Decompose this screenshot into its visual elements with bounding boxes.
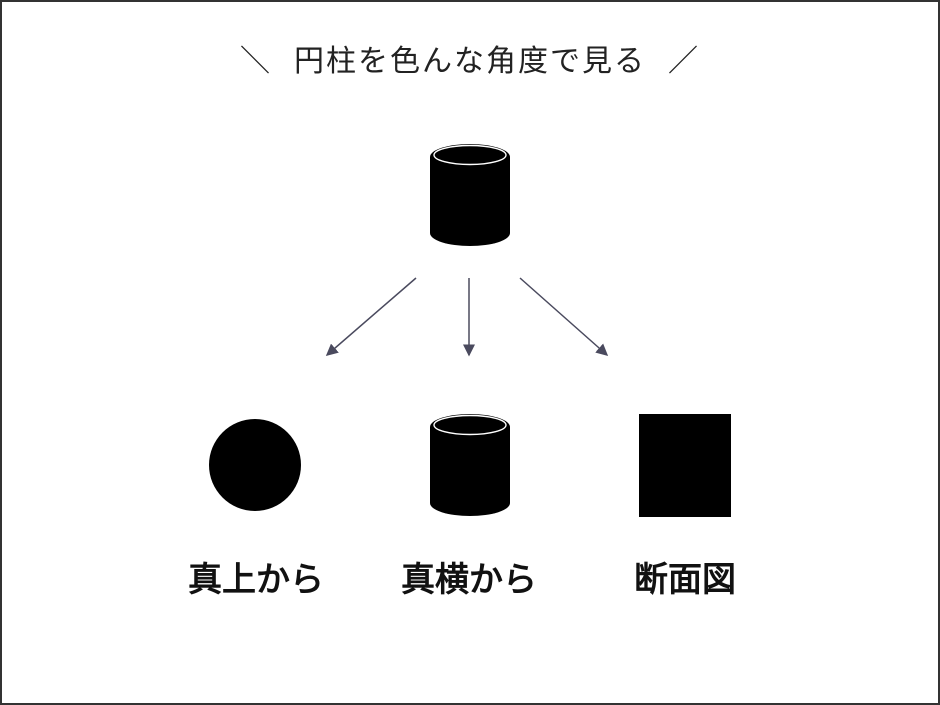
source-cylinder — [430, 144, 510, 246]
title-right-mark: ／ — [668, 44, 700, 79]
title-left-mark: ＼ — [240, 44, 272, 79]
cross-section-square — [639, 414, 731, 517]
arrow-to-top-view — [325, 277, 417, 356]
arrow-to-cross-section — [519, 277, 609, 356]
title-text: 円柱を色んな角度で見る — [294, 44, 646, 79]
caption-top-view: 真上から — [188, 560, 324, 600]
caption-cross-section: 断面図 — [634, 560, 736, 600]
side-view-cylinder — [430, 414, 510, 516]
top-view-circle — [209, 419, 301, 511]
slide-title: ＼ 円柱を色んな角度で見る ／ — [0, 36, 940, 80]
caption-side-view: 真横から — [401, 560, 537, 600]
